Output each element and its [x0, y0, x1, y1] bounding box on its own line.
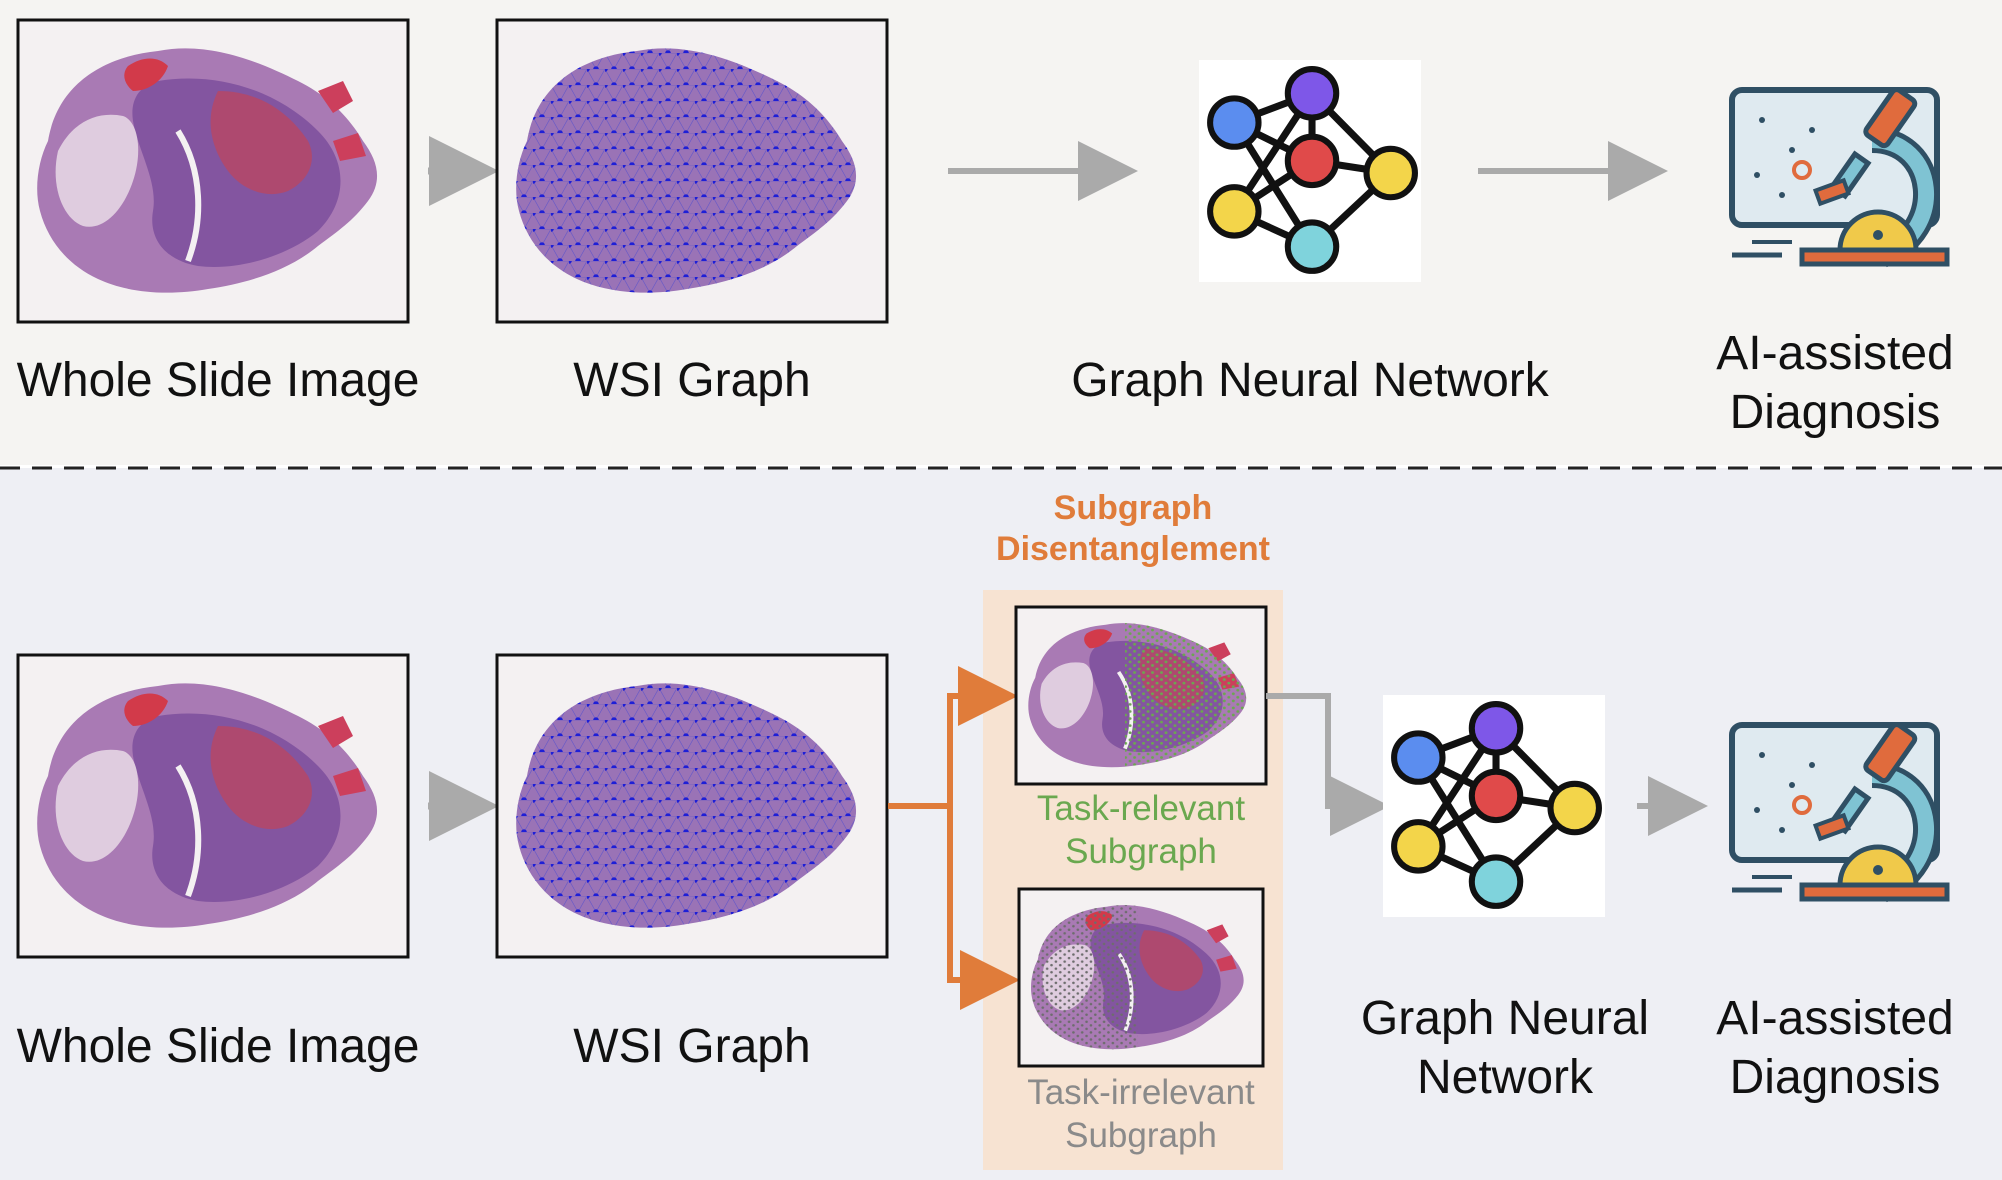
bottom-wsi-image	[16, 653, 410, 959]
disentangle-title: Subgraph Disentanglement	[996, 489, 1270, 569]
task-irrelevant-label: Task-irrelevant Subgraph	[1027, 1073, 1255, 1155]
bottom-wsi-graph-image	[495, 653, 889, 959]
top-graph-label: WSI Graph	[573, 354, 811, 407]
task-relevant-label: Task-relevant Subgraph	[1036, 789, 1246, 871]
top-diagnosis-label: AI-assisted Diagnosis	[1716, 327, 1954, 439]
bottom-graph-label: WSI Graph	[573, 1020, 811, 1073]
task-relevant-subgraph-image	[1014, 605, 1268, 786]
bottom-wsi-label: Whole Slide Image	[16, 1020, 420, 1073]
top-neural-network-icon	[1199, 60, 1421, 282]
top-wsi-image	[16, 18, 410, 324]
top-gnn-label: Graph Neural Network	[1071, 354, 1549, 407]
split-arrows	[888, 666, 1020, 1010]
bottom-diagnosis-label: AI-assisted Diagnosis	[1716, 992, 1954, 1104]
bottom-neural-network-icon	[1383, 695, 1605, 917]
top-wsi-label: Whole Slide Image	[16, 354, 420, 407]
task-irrelevant-subgraph-image	[1017, 887, 1265, 1068]
bottom-gnn-label: Graph Neural Network	[1360, 992, 1650, 1104]
top-wsi-graph-image	[495, 18, 889, 324]
bottom-arrow-2	[1266, 693, 1390, 836]
